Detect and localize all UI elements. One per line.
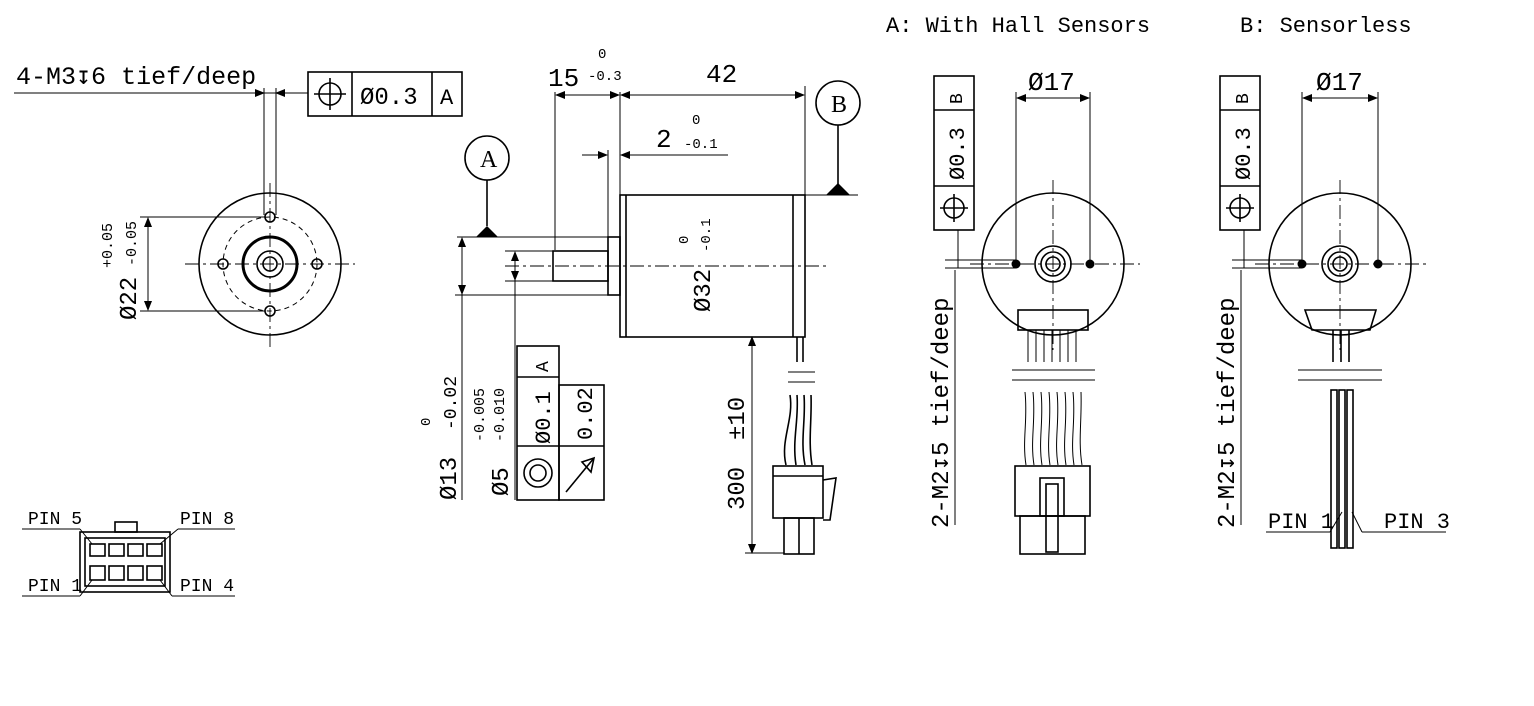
conc-value: Ø0.1 <box>532 391 557 444</box>
svg-text:B: B <box>948 93 968 104</box>
view-b-fcf-frame: B Ø0.3 <box>1219 75 1261 231</box>
view-b-pin-left: PIN 1 <box>1268 510 1334 535</box>
front-diameter-label: Ø22 <box>117 277 144 320</box>
view-b: B: Sensorless Ø17 B Ø0.3 2-M2↧5 tief/dee… <box>1215 14 1450 549</box>
connector-housing <box>79 531 171 593</box>
lead-tol: ±10 <box>725 397 752 440</box>
datum-a-marker: A <box>457 135 620 238</box>
side-view: 15 0 -0.3 42 2 0 -0.1 A B <box>419 47 861 555</box>
shaft-tol-upper: -0.005 <box>472 388 489 442</box>
view-b-wire-3 <box>1346 389 1354 549</box>
body-tol-lower: -0.1 <box>699 218 715 252</box>
view-b-cable-clamp <box>1303 309 1378 331</box>
front-view: 4-M3↧6 tief/deep Ø0.3 A <box>14 63 463 350</box>
pilot-tol-lower: -0.02 <box>442 376 462 430</box>
view-a-thread-note: 2-M2↧5 tief/deep <box>929 298 956 528</box>
dim-42: 42 <box>706 60 737 90</box>
conc-datum: A <box>534 361 554 372</box>
concentricity-frame: A Ø0.1 <box>516 345 560 501</box>
view-b-pin-right: PIN 3 <box>1384 510 1450 535</box>
body-diameter: Ø32 <box>691 269 718 312</box>
runout-value: 0.02 <box>574 387 599 440</box>
front-thread-note: 4-M3↧6 tief/deep <box>16 63 256 92</box>
pin-1-label: PIN 1 <box>28 577 82 597</box>
view-b-title: B: Sensorless <box>1240 14 1412 39</box>
svg-text:B: B <box>831 92 847 118</box>
view-a-cable-clamp <box>1017 309 1089 331</box>
dim-2-tol-lower: -0.1 <box>684 137 718 153</box>
dim-15-tol-upper: 0 <box>598 47 606 63</box>
position-symbol-icon <box>1226 194 1254 222</box>
datum-b-marker: B <box>805 80 861 196</box>
svg-text:Ø0.3: Ø0.3 <box>1232 127 1257 180</box>
view-b-wire-2 <box>1338 389 1346 549</box>
runout-arrow-icon <box>565 456 596 493</box>
dim-15: 15 <box>548 64 579 94</box>
position-symbol-icon <box>314 78 346 110</box>
view-b-thread-note: 2-M2↧5 tief/deep <box>1215 298 1242 528</box>
shaft-tol-lower: -0.010 <box>492 388 509 442</box>
view-a-diameter: Ø17 <box>1028 68 1075 98</box>
runout-frame: 0.02 <box>558 384 605 501</box>
shaft-diameter: Ø5 <box>489 467 516 496</box>
body-tol-upper: 0 <box>677 236 693 244</box>
view-b-wire-1 <box>1330 389 1338 549</box>
position-symbol-icon <box>940 194 968 222</box>
pilot-diameter: Ø13 <box>437 457 464 500</box>
dim-15-tol-lower: -0.3 <box>588 69 622 85</box>
pin-4-label: PIN 4 <box>180 577 234 597</box>
lead-length: 300 <box>725 467 752 510</box>
pilot-tol-upper: 0 <box>419 418 435 426</box>
connector-pins <box>89 543 163 581</box>
dim-2-tol-upper: 0 <box>692 113 700 129</box>
svg-text:Ø0.3: Ø0.3 <box>946 127 971 180</box>
concentricity-symbol-icon <box>523 458 553 488</box>
svg-text:B: B <box>1234 93 1254 104</box>
view-b-diameter: Ø17 <box>1316 68 1363 98</box>
view-a-fcf-frame: B Ø0.3 <box>933 75 975 231</box>
front-fcf-frame: Ø0.3 A <box>307 71 463 117</box>
side-connector <box>772 465 837 555</box>
front-fcf-datum: A <box>440 86 454 111</box>
pin-5-label: PIN 5 <box>28 510 82 530</box>
svg-text:A: A <box>480 147 498 173</box>
dim-2: 2 <box>656 125 672 155</box>
view-a: A: With Hall Sensors Ø17 B Ø0.3 2-M2↧5 t… <box>886 14 1150 555</box>
front-tol-upper: +0.05 <box>100 223 117 268</box>
pin-8-label: PIN 8 <box>180 510 234 530</box>
view-a-title: A: With Hall Sensors <box>886 14 1150 39</box>
view-a-connector <box>1014 465 1091 555</box>
front-tol-lower: -0.05 <box>124 221 141 266</box>
front-fcf-diameter: Ø0.3 <box>360 85 418 112</box>
connector-pinout: PIN 5 PIN 8 PIN 1 PIN 4 <box>22 510 235 597</box>
